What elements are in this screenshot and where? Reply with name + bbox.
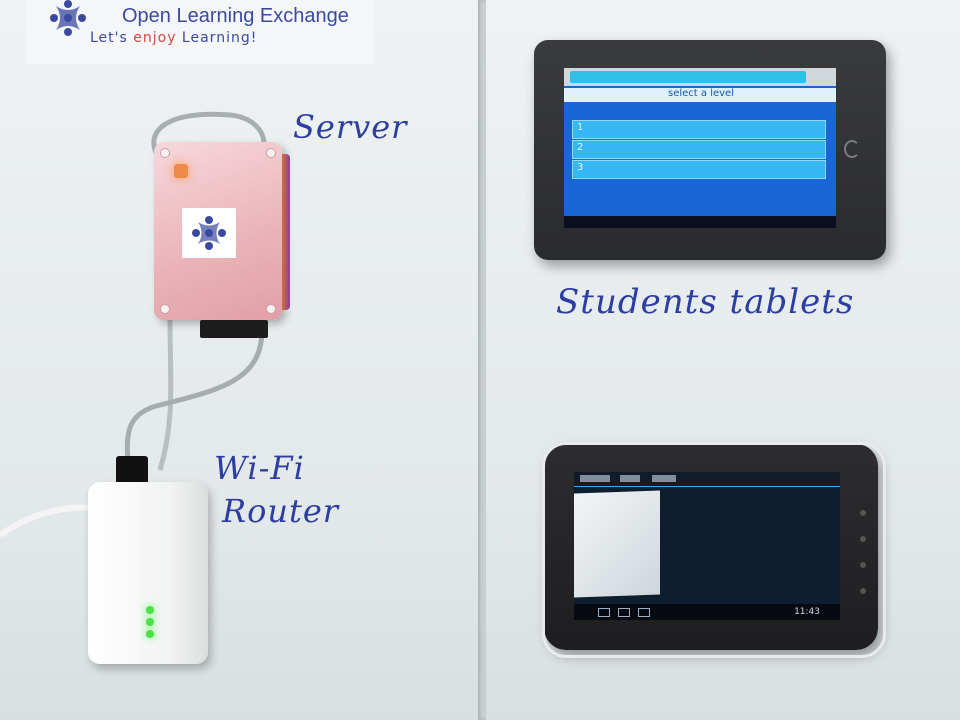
- label-server: Server: [293, 108, 408, 146]
- tablet-1-screen: select a level 1 2 3: [564, 68, 836, 228]
- level-title: select a level: [668, 88, 734, 99]
- app-tab[interactable]: [580, 475, 610, 482]
- level-row-label: 3: [577, 162, 584, 173]
- tagline-accent: enjoy: [133, 30, 177, 46]
- server-logo-sticker: [182, 208, 236, 258]
- server-ports: [200, 320, 268, 338]
- label-wifi: Wi-Fi: [214, 449, 305, 487]
- level-row[interactable]: 1: [572, 120, 826, 139]
- ethernet-plug: [116, 456, 148, 484]
- home-button-icon: [844, 140, 860, 158]
- ole-logo-icon: [50, 0, 86, 36]
- router-led: [146, 618, 154, 626]
- router-led: [146, 606, 154, 614]
- level-row[interactable]: 2: [572, 140, 826, 159]
- app-tab[interactable]: [620, 475, 640, 482]
- tagline-prefix: Let's: [90, 30, 134, 46]
- tagline-suffix: Learning!: [176, 30, 258, 46]
- level-row-label: 1: [577, 122, 584, 133]
- recent-apps-icon[interactable]: [638, 608, 650, 617]
- server-device: [154, 142, 290, 338]
- server-screw: [266, 148, 276, 158]
- student-tablet-2: 11:43: [542, 442, 886, 658]
- app-tab-bar: [574, 472, 840, 487]
- level-row[interactable]: 3: [572, 160, 826, 179]
- level-header: select a level: [564, 88, 836, 102]
- wifi-router-device: [88, 482, 208, 664]
- ole-sticker-icon: [192, 216, 226, 250]
- browser-url-bar: [564, 68, 836, 86]
- server-power-led: [174, 164, 188, 178]
- server-screw: [160, 148, 170, 158]
- label-router: Router: [222, 492, 340, 530]
- screen-glare: [574, 490, 660, 598]
- label-students-tablets: Students tablets: [556, 282, 855, 322]
- tablet-2-side-button: [860, 562, 866, 568]
- back-icon[interactable]: [598, 608, 610, 617]
- tablet-2-side-button: [860, 536, 866, 542]
- server-screw: [266, 304, 276, 314]
- ole-logo-banner: Open Learning Exchange Let's enjoy Learn…: [26, 0, 374, 64]
- tablet-2-screen: 11:43: [574, 472, 840, 620]
- logo-tagline: Let's enjoy Learning!: [90, 30, 257, 46]
- left-whiteboard: [0, 0, 480, 720]
- server-screw: [160, 304, 170, 314]
- level-row-label: 2: [577, 142, 584, 153]
- server-side-edge: [282, 154, 290, 310]
- board-divider: [478, 0, 486, 720]
- logo-title: Open Learning Exchange: [122, 5, 349, 27]
- student-tablet-1: select a level 1 2 3: [534, 40, 886, 260]
- url-field: [570, 71, 806, 83]
- status-clock: 11:43: [794, 607, 820, 617]
- tablet-2-side-button: [860, 588, 866, 594]
- router-brand-mark: [140, 516, 154, 556]
- tablet-2-side-button: [860, 510, 866, 516]
- tablet-1-nav-bar: [564, 216, 836, 228]
- tablet-2-nav-bar: 11:43: [574, 604, 840, 620]
- home-icon[interactable]: [618, 608, 630, 617]
- app-tab[interactable]: [652, 475, 676, 482]
- router-led: [146, 630, 154, 638]
